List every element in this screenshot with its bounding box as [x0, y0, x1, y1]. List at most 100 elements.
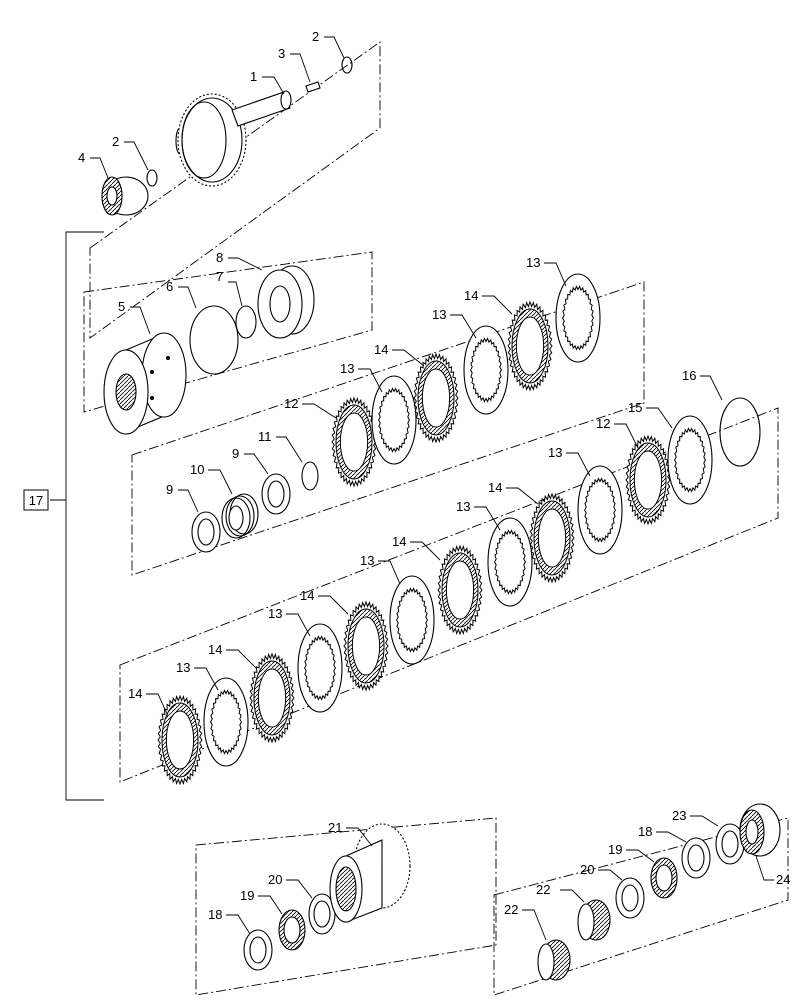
leader-13-g [286, 613, 311, 637]
piston-8 [257, 265, 315, 339]
leader-23 [690, 815, 719, 827]
label-19-right: 19 [608, 842, 622, 857]
label-11: 11 [258, 429, 272, 444]
friction-disc-14-a [413, 352, 459, 444]
snap-ring-16 [719, 397, 761, 467]
leader-20-right [598, 869, 623, 881]
pressure-plate-12-upper [331, 396, 377, 488]
gear-21 [329, 823, 411, 923]
label-13-a: 13 [340, 361, 354, 376]
leader-13-h [194, 667, 219, 691]
leader-13-b [450, 314, 477, 339]
lock-washer-23 [715, 823, 745, 865]
snap-ring-2-lower [146, 169, 158, 187]
steel-plate-13-a [371, 375, 417, 465]
group-bracket [50, 231, 104, 801]
label-19-left: 19 [240, 888, 254, 903]
leader-12-upper [302, 403, 337, 419]
leader-2-upper [324, 36, 345, 59]
label-23: 23 [672, 808, 686, 823]
bearing-4 [101, 176, 149, 216]
leader-18-right [656, 831, 687, 843]
steel-plate-13-h [203, 677, 249, 767]
leader-22-left [522, 909, 547, 941]
label-12-upper: 12 [284, 396, 298, 411]
steel-plate-13-b [463, 325, 509, 415]
label-14-b: 14 [464, 288, 478, 303]
label-13-e: 13 [456, 499, 470, 514]
lower-clutch-discs [157, 415, 713, 786]
label-18-left: 18 [208, 907, 222, 922]
leader-1 [262, 76, 285, 95]
leader-18-left [226, 914, 251, 935]
label-14-g: 14 [128, 686, 142, 701]
label-13-h: 13 [176, 660, 190, 675]
label-7: 7 [216, 269, 223, 284]
label-22-left: 22 [504, 902, 518, 917]
bearing-race-19-right [650, 857, 678, 899]
label-24: 24 [776, 872, 790, 887]
friction-disc-14-f [249, 652, 295, 744]
label-4: 4 [78, 150, 85, 165]
steel-plate-13-c [555, 273, 601, 363]
snap-ring-11 [301, 461, 319, 491]
seal-ring-6 [189, 305, 239, 375]
leader-3 [290, 53, 311, 83]
thrust-washer-20-left [308, 893, 336, 935]
shim-9-lower [191, 511, 221, 553]
steel-plate-13-d [577, 465, 623, 555]
leader-13-d [566, 452, 591, 477]
steel-plate-13-f [389, 575, 435, 665]
leader-14-d [410, 541, 441, 561]
seal-ring-7 [235, 305, 257, 339]
friction-disc-14-e [343, 600, 389, 692]
leader-21 [346, 827, 373, 847]
label-13-d: 13 [548, 445, 562, 460]
label-9-upper: 9 [232, 446, 239, 461]
label-2-upper: 2 [312, 29, 319, 44]
leader-9-upper [244, 453, 269, 475]
spring-10 [221, 493, 259, 539]
clutch-drum-5 [103, 332, 187, 435]
leader-14-e [318, 595, 349, 615]
steel-plate-13-g [297, 623, 343, 713]
friction-disc-14-g [157, 694, 203, 786]
leader-14-a [392, 349, 425, 367]
leader-7 [228, 281, 243, 307]
pin-3 [305, 81, 321, 93]
group-label-box [23, 489, 49, 511]
label-14-a: 14 [374, 342, 388, 357]
leader-14-c [506, 487, 539, 505]
label-12-lower: 12 [596, 416, 610, 431]
steel-plate-13-e [487, 517, 533, 607]
label-13-c: 13 [526, 255, 540, 270]
leader-9-lower [178, 489, 199, 513]
label-5: 5 [118, 299, 125, 314]
leader-13-f [378, 560, 401, 585]
backing-plate-15 [667, 415, 713, 505]
boundary-clutch-lower [119, 407, 779, 783]
label-9-lower: 9 [166, 482, 173, 497]
upper-clutch-discs [331, 273, 601, 488]
pressure-plate-12-lower [625, 434, 671, 526]
leader-13-e [474, 506, 501, 531]
leader-14-f [226, 649, 257, 669]
washer-18-left [243, 929, 273, 971]
leader-10 [208, 469, 233, 495]
shim-9-upper [261, 473, 291, 515]
label-10: 10 [190, 462, 204, 477]
leader-4 [90, 157, 109, 179]
label-16: 16 [682, 368, 696, 383]
leader-6 [178, 286, 197, 309]
label-2-lower: 2 [112, 134, 119, 149]
label-13-f: 13 [360, 553, 374, 568]
friction-disc-14-b [507, 300, 553, 392]
label-3: 3 [278, 46, 285, 61]
label-18-right: 18 [638, 824, 652, 839]
leader-13-a [358, 368, 383, 393]
label-8: 8 [216, 250, 223, 265]
leader-16 [700, 375, 723, 401]
leader-14-b [482, 295, 513, 315]
boundary-gear-group [195, 817, 497, 996]
